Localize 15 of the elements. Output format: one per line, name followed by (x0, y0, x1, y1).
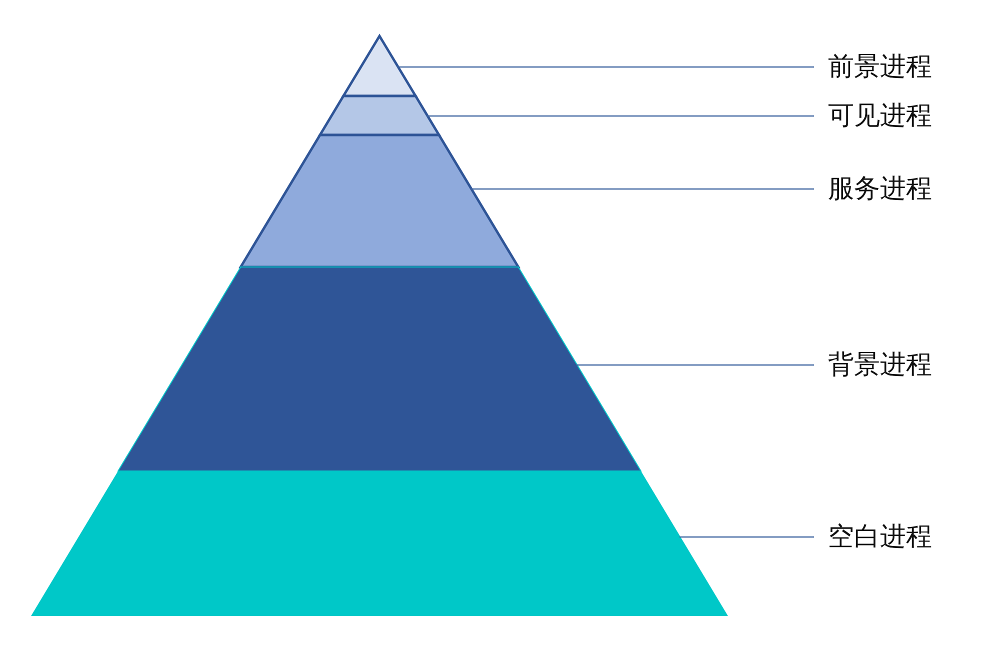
leader-line (680, 536, 814, 538)
pyramid-tier (341, 34, 418, 98)
tier-label: 前景进程 (828, 52, 932, 82)
tier-label: 背景进程 (828, 350, 932, 380)
tier-label: 服务进程 (828, 174, 932, 204)
tier-label: 空白进程 (828, 522, 932, 552)
pyramid-tier (117, 266, 642, 472)
leader-line (470, 188, 814, 190)
pyramid-tier (31, 471, 728, 616)
leader-line (576, 364, 814, 366)
pyramid-tier (318, 94, 442, 136)
leader-line (426, 115, 814, 117)
leader-line (397, 66, 814, 68)
tier-label: 可见进程 (828, 101, 932, 131)
pyramid-tier (238, 134, 520, 268)
